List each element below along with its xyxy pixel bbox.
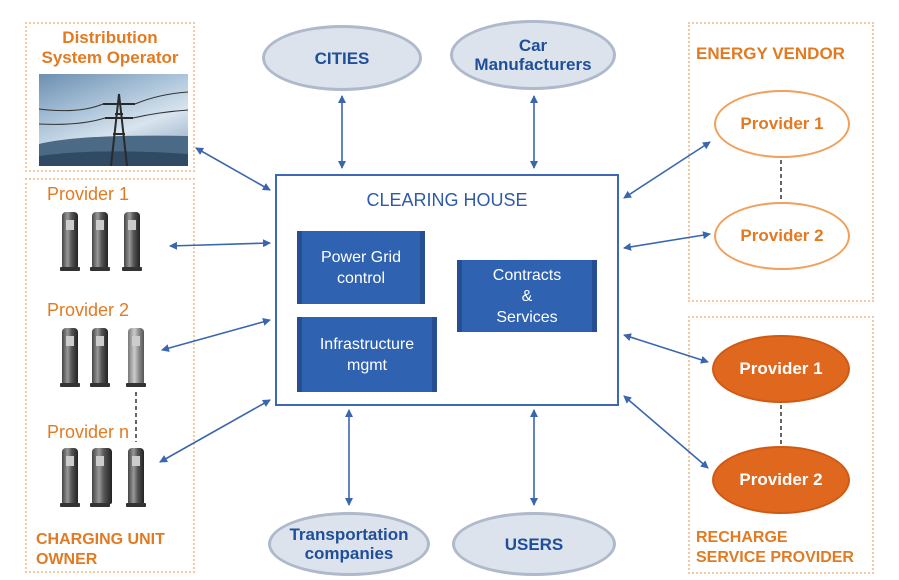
charger-icon	[60, 212, 80, 271]
charging-owner-title: CHARGING UNIT OWNER	[36, 531, 165, 568]
arrow-charging-provider-n	[159, 399, 271, 463]
recharge-provider-1: Provider 1	[712, 335, 850, 403]
arrow-charging-provider-2	[161, 318, 271, 352]
clearing-house-title: CLEARING HOUSE	[366, 190, 528, 210]
arrow-energy-provider-2	[623, 231, 711, 251]
cities-node: CITIES	[262, 25, 422, 91]
power-line-photo	[39, 74, 188, 166]
arrow-energy-provider-1	[623, 141, 711, 199]
charger-icon	[122, 212, 142, 271]
charging-provider-1-label: Provider 1	[47, 184, 130, 204]
pylon-icon	[39, 91, 188, 166]
car-manufacturers-node: Car Manufacturers	[450, 20, 616, 90]
arrow-recharge-provider-2	[623, 395, 709, 469]
arrow-recharge-provider-1	[623, 333, 709, 364]
charger-icon	[90, 212, 110, 271]
charging-provider-n-label: Provider n	[47, 422, 130, 442]
users-node: USERS	[452, 512, 616, 576]
charger-icon	[90, 448, 112, 507]
arrow-charging-provider-1	[169, 239, 271, 250]
charging-provider-2-label: Provider 2	[47, 300, 130, 320]
energy-provider-2: Provider 2	[714, 202, 850, 270]
dso-panel	[25, 22, 195, 172]
contracts-services-box: Contracts & Services	[457, 260, 597, 332]
clearing-house: CLEARING HOUSE Power Grid control Infras…	[275, 174, 619, 406]
energy-provider-1: Provider 1	[714, 90, 850, 158]
energy-vendor-title: ENERGY VENDOR	[696, 44, 845, 63]
charger-icon	[126, 328, 146, 387]
power-grid-control-box: Power Grid control	[297, 231, 425, 304]
arrow-dso	[195, 147, 271, 191]
transportation-companies-node: Transportation companies	[268, 512, 430, 576]
dso-title: Distribution System Operator	[41, 28, 179, 67]
charger-icon	[60, 448, 80, 507]
infrastructure-mgmt-box: Infrastructure mgmt	[297, 317, 437, 392]
charger-icon	[126, 448, 146, 507]
charging-owner-panel	[25, 178, 195, 573]
charger-icon	[90, 328, 110, 387]
recharge-provider-2: Provider 2	[712, 446, 850, 514]
charger-icon	[60, 328, 80, 387]
recharge-title: RECHARGE SERVICE PROVIDER	[696, 529, 854, 566]
